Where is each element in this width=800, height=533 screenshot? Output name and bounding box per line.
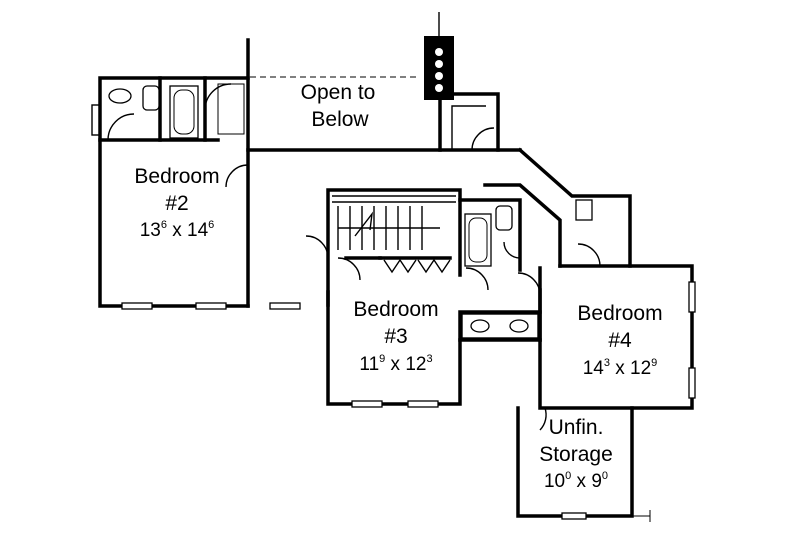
shared-bath bbox=[458, 198, 542, 342]
bedroom-2-bath-fixtures bbox=[91, 83, 249, 188]
room-dimensions: 136 x 146 bbox=[140, 219, 215, 241]
bedroom-2-windows bbox=[121, 302, 301, 310]
fireplace-chimney bbox=[424, 12, 454, 100]
stair-treads bbox=[337, 206, 440, 250]
open-to-below-line1: Open to bbox=[301, 81, 376, 104]
room-dimensions: 119 x 123 bbox=[359, 353, 432, 375]
stair-walls bbox=[326, 188, 462, 307]
room-name: Bedroom bbox=[577, 302, 662, 325]
open-to-below-line2: Below bbox=[311, 108, 369, 131]
hall-walls bbox=[483, 147, 632, 268]
room-number: #2 bbox=[165, 192, 188, 215]
bedroom-2-label: Bedroom #2 136 x 146 bbox=[134, 165, 219, 241]
bedroom-4-walls bbox=[538, 264, 694, 410]
storage-line1: Unfin. bbox=[549, 416, 604, 439]
bedroom-3-walls bbox=[305, 235, 542, 406]
open-to-below-label: Open to Below bbox=[301, 81, 376, 131]
room-number: #3 bbox=[384, 325, 407, 348]
storage-line2: Storage bbox=[539, 443, 613, 466]
bedroom-4-label: Bedroom #4 143 x 129 bbox=[577, 302, 662, 379]
bedroom-3-label: Bedroom #3 119 x 123 bbox=[353, 298, 438, 375]
bedroom-4-windows bbox=[688, 281, 696, 399]
room-dimensions: 143 x 129 bbox=[583, 357, 658, 379]
room-name: Bedroom bbox=[134, 165, 219, 188]
closet-bifold bbox=[378, 256, 452, 274]
room-number: #4 bbox=[608, 329, 632, 352]
bedroom-3-windows bbox=[351, 400, 439, 408]
storage-label: Unfin. Storage 100 x 90 bbox=[539, 416, 613, 492]
room-name: Bedroom bbox=[353, 298, 438, 321]
storage-dimensions: 100 x 90 bbox=[544, 470, 608, 492]
storage-walls bbox=[516, 406, 651, 522]
open-to-below-area bbox=[246, 76, 522, 152]
